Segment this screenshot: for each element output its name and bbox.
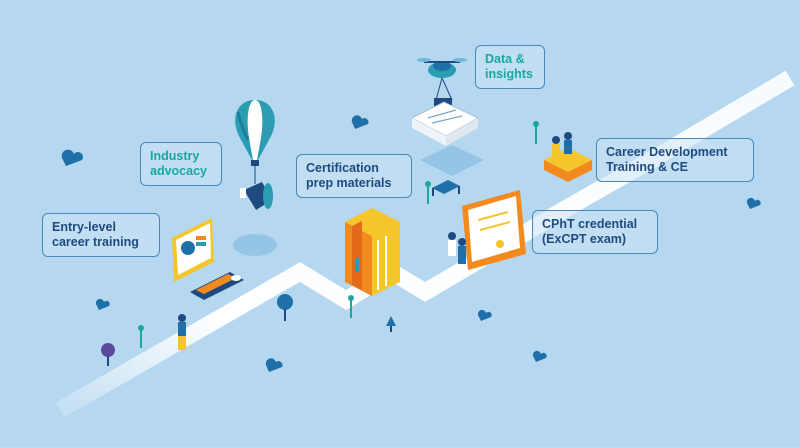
cpht-credential-line1: CPhT credential (542, 217, 638, 231)
documents-stack-icon (411, 101, 479, 146)
data-insights-callout: Data & insights (475, 45, 545, 89)
computer-icon (172, 218, 244, 300)
data-insights-line2: insights (485, 67, 533, 81)
lamp-icon (138, 121, 539, 348)
career-development-callout: Career Development Training & CE (596, 138, 754, 182)
drone-icon (417, 58, 467, 106)
ground-shadows (233, 145, 484, 256)
tree-icon (101, 294, 396, 366)
certification-prep-callout: Certification prep materials (296, 154, 412, 198)
career-development-line2: Training & CE (606, 160, 688, 174)
industry-advocacy-line1: Industry (150, 149, 200, 163)
certification-prep-line1: Certification (306, 161, 379, 175)
industry-advocacy-line2: advocacy (150, 164, 207, 178)
bench-icon (432, 180, 460, 196)
megaphone-icon (240, 166, 273, 210)
industry-advocacy-callout: Industry advocacy (140, 142, 222, 186)
hot-air-balloon-icon (235, 100, 275, 166)
data-insights-line1: Data & (485, 52, 525, 66)
cpht-credential-callout: CPhT credential (ExCPT exam) (532, 210, 658, 254)
entry-level-line1: Entry-level (52, 220, 116, 234)
entry-level-callout: Entry-level career training (42, 213, 160, 257)
career-development-line1: Career Development (606, 145, 728, 159)
cpht-credential-line2: (ExCPT exam) (542, 232, 627, 246)
cloud-icon (61, 115, 761, 372)
certification-prep-line2: prep materials (306, 176, 392, 190)
entry-level-line2: career training (52, 235, 139, 249)
person-icon (178, 132, 572, 350)
books-icon (345, 208, 400, 296)
certificate-icon (462, 190, 526, 270)
